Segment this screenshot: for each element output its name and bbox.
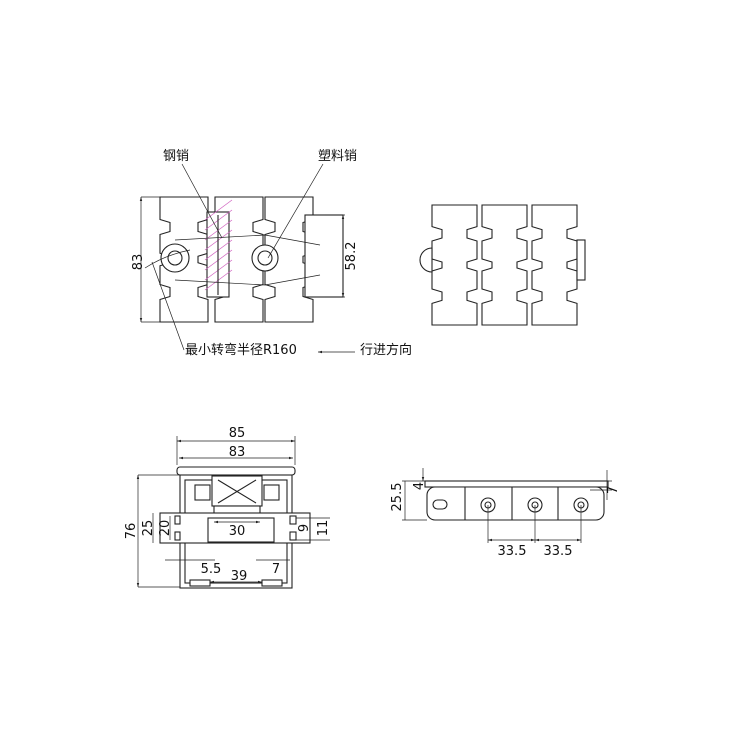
chain-body <box>426 486 605 521</box>
chain-top-plate <box>176 466 296 476</box>
cross-mark <box>217 479 257 504</box>
foot-slot <box>261 579 283 587</box>
wear-strip <box>194 484 211 501</box>
direction-label: 行进方向 <box>360 342 412 358</box>
plastic-pin-boss <box>251 244 279 272</box>
dim-7: 7 <box>606 486 621 494</box>
steel-pin-label: 钢销 <box>163 149 189 164</box>
slot <box>289 515 297 525</box>
dim-25: 25 <box>141 520 156 537</box>
chain-top-plate <box>424 480 609 488</box>
dim-76: 76 <box>124 523 139 540</box>
foot-slot <box>189 579 211 587</box>
radius-arc <box>144 249 191 269</box>
top-view <box>159 196 344 323</box>
pin-boss <box>160 243 190 273</box>
plastic-pin-label: 塑料销 <box>318 149 357 164</box>
end-view <box>419 204 586 326</box>
side-view: 25.5 4 7 33.5 33.5 <box>390 468 621 559</box>
pitch-2: 33.5 <box>544 544 573 559</box>
dim-4: 4 <box>412 482 427 490</box>
dim-39: 39 <box>231 569 248 584</box>
top-view-annotations: 钢销 塑料销 83 58.2 最小转弯半径R160 行进方向 <box>131 149 412 358</box>
wear-strip <box>263 484 280 501</box>
dim-25-5: 25.5 <box>390 483 405 512</box>
plastic-pin-leader <box>267 163 324 259</box>
chain-link <box>531 204 578 326</box>
chain-link <box>431 204 478 326</box>
dim-20: 20 <box>158 520 173 537</box>
dim-7: 7 <box>272 562 280 577</box>
dim-83: 83 <box>131 254 146 271</box>
dim-30: 30 <box>229 524 246 539</box>
slot <box>289 531 297 541</box>
steel-pin-leader <box>181 163 223 239</box>
pin-hole <box>167 250 183 266</box>
dim-11: 11 <box>316 520 331 537</box>
link-arm <box>174 234 321 286</box>
radius-leader <box>151 261 185 351</box>
chain-link <box>481 204 528 326</box>
pin-head <box>419 247 433 273</box>
plastic-pin <box>257 250 273 266</box>
slot <box>174 531 181 541</box>
cross-section-view: 85 83 76 25 20 30 9 11 5.5 7 39 <box>124 426 331 589</box>
dim-85: 85 <box>229 426 246 441</box>
dim-5-5: 5.5 <box>201 562 222 577</box>
slot-hole <box>432 499 448 510</box>
slot <box>174 515 181 525</box>
hatch-line <box>204 199 233 221</box>
dim-9: 9 <box>297 524 312 532</box>
pitch-1: 33.5 <box>498 544 527 559</box>
min-radius-label: 最小转弯半径R160 <box>185 342 297 358</box>
dim-83: 83 <box>229 445 246 460</box>
link-end <box>304 214 344 298</box>
dim-58-2: 58.2 <box>344 242 359 271</box>
link-tab <box>576 239 586 281</box>
